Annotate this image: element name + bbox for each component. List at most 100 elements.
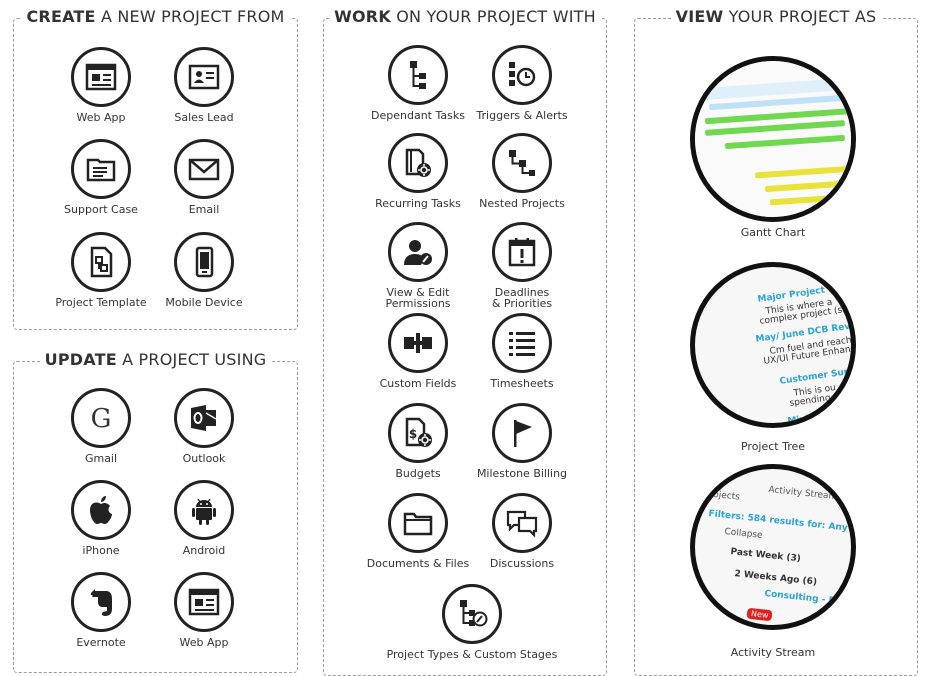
budget-document-icon: $ bbox=[405, 417, 432, 447]
stages-edit-icon bbox=[460, 600, 488, 627]
user-edit-icon bbox=[404, 240, 432, 265]
work-project-types-stages-label: Project Types & Custom Stages bbox=[386, 648, 558, 661]
work-milestone-billing-label: Milestone Billing bbox=[476, 467, 568, 480]
stream-text: Past Week (3) bbox=[729, 547, 802, 565]
stream-text: Consulting - Digital S bbox=[763, 589, 856, 610]
update-iphone[interactable]: iPhone bbox=[41, 480, 161, 556]
update-gmail[interactable]: G Gmail bbox=[41, 388, 161, 464]
work-timesheets[interactable]: Timesheets bbox=[462, 313, 582, 389]
update-web-app[interactable]: Web App bbox=[144, 572, 264, 648]
activity-stream-thumbnail[interactable]: Projects Activity Stream Filters: 584 re… bbox=[690, 464, 856, 630]
stream-text: Activity Stream bbox=[767, 485, 838, 503]
work-recurring-tasks-label: Recurring Tasks bbox=[375, 197, 461, 210]
create-panel: CREATE A NEW PROJECT FROM Web App Sales … bbox=[13, 7, 298, 330]
gantt-chart-thumbnail[interactable] bbox=[690, 56, 856, 222]
tree-text: MixPanel bbox=[787, 410, 834, 427]
work-timesheets-label: Timesheets bbox=[490, 377, 554, 390]
create-web-app-label: Web App bbox=[76, 111, 126, 124]
create-panel-title: CREATE A NEW PROJECT FROM bbox=[14, 7, 297, 26]
view-panel: VIEW YOUR PROJECT AS Gantt Chart Major P… bbox=[634, 7, 918, 676]
create-mobile-device-label: Mobile Device bbox=[165, 296, 243, 309]
create-mobile-device[interactable]: Mobile Device bbox=[144, 232, 264, 308]
create-email-label: Email bbox=[188, 203, 220, 216]
recurring-document-icon bbox=[405, 148, 431, 177]
contact-card-icon bbox=[188, 64, 220, 90]
svg-text:$: $ bbox=[409, 427, 417, 441]
work-documents-files[interactable]: Documents & Files bbox=[358, 493, 478, 569]
work-dependant-tasks[interactable]: Dependant Tasks bbox=[358, 45, 478, 121]
calendar-alert-icon bbox=[508, 238, 536, 267]
work-triggers-alerts-label: Triggers & Alerts bbox=[476, 109, 568, 122]
google-g-icon: G bbox=[91, 404, 112, 434]
work-deadlines-priorities-label: Deadlines& Priorities bbox=[491, 286, 553, 310]
gantt-chart-label: Gantt Chart bbox=[740, 226, 806, 239]
work-nested-projects-label: Nested Projects bbox=[479, 197, 565, 210]
work-budgets-label: Budgets bbox=[395, 467, 441, 480]
trigger-clock-icon bbox=[509, 62, 536, 87]
work-panel: WORK ON YOUR PROJECT WITH Dependant Task… bbox=[323, 7, 607, 676]
work-triggers-alerts[interactable]: Triggers & Alerts bbox=[462, 45, 582, 121]
work-panel-title: WORK ON YOUR PROJECT WITH bbox=[324, 7, 606, 26]
custom-fields-icon bbox=[404, 333, 432, 353]
create-project-template[interactable]: Project Template bbox=[41, 232, 161, 308]
work-deadlines-priorities[interactable]: Deadlines& Priorities bbox=[462, 222, 582, 309]
create-support-case[interactable]: Support Case bbox=[41, 139, 161, 215]
work-milestone-billing[interactable]: Milestone Billing bbox=[462, 403, 582, 479]
create-email[interactable]: Email bbox=[144, 139, 264, 215]
work-budgets[interactable]: $ Budgets bbox=[358, 403, 478, 479]
work-discussions-label: Discussions bbox=[489, 557, 555, 570]
evernote-elephant-icon bbox=[91, 589, 112, 616]
work-custom-fields-label: Custom Fields bbox=[379, 377, 457, 390]
stream-text: Collapse bbox=[723, 527, 764, 541]
create-support-case-label: Support Case bbox=[64, 203, 138, 216]
file-folder-icon bbox=[86, 158, 116, 182]
stream-text: 2 Weeks Ago (6) bbox=[733, 569, 818, 588]
flag-icon bbox=[514, 420, 532, 447]
project-tree-thumbnail[interactable]: Major Project Issue This is where a comp… bbox=[690, 262, 856, 428]
create-sales-lead-label: Sales Lead bbox=[174, 111, 234, 124]
update-panel: UPDATE A PROJECT USING G Gmail Outlook i… bbox=[13, 350, 298, 673]
work-documents-files-label: Documents & Files bbox=[366, 557, 470, 570]
android-icon bbox=[192, 498, 216, 525]
update-iphone-label: iPhone bbox=[82, 544, 120, 557]
stream-text: Projects bbox=[703, 489, 741, 503]
task-hierarchy-icon bbox=[410, 61, 426, 89]
browser-window-icon bbox=[188, 588, 220, 616]
mobile-phone-icon bbox=[195, 246, 214, 278]
view-panel-title: VIEW YOUR PROJECT AS bbox=[635, 7, 917, 26]
update-panel-title: UPDATE A PROJECT USING bbox=[14, 350, 297, 369]
create-web-app[interactable]: Web App bbox=[41, 47, 161, 123]
browser-window-icon bbox=[85, 63, 117, 91]
document-template-icon bbox=[90, 246, 113, 278]
nested-tree-icon bbox=[509, 150, 535, 176]
update-evernote-label: Evernote bbox=[76, 636, 126, 649]
update-evernote[interactable]: Evernote bbox=[41, 572, 161, 648]
svg-text:G: G bbox=[91, 404, 112, 434]
update-outlook-label: Outlook bbox=[182, 452, 226, 465]
work-nested-projects[interactable]: Nested Projects bbox=[462, 133, 582, 209]
update-gmail-label: Gmail bbox=[84, 452, 118, 465]
update-android[interactable]: Android bbox=[144, 480, 264, 556]
work-custom-fields[interactable]: Custom Fields bbox=[358, 313, 478, 389]
update-outlook[interactable]: Outlook bbox=[144, 388, 264, 464]
project-tree-label: Project Tree bbox=[740, 440, 806, 453]
create-sales-lead[interactable]: Sales Lead bbox=[144, 47, 264, 123]
work-project-types-stages[interactable]: Project Types & Custom Stages bbox=[382, 584, 562, 660]
outlook-icon bbox=[191, 405, 217, 431]
new-badge: New bbox=[746, 607, 773, 622]
update-android-label: Android bbox=[182, 544, 226, 557]
create-project-template-label: Project Template bbox=[55, 296, 147, 309]
folder-icon bbox=[403, 512, 433, 536]
chat-bubbles-icon bbox=[506, 510, 538, 538]
update-web-app-label: Web App bbox=[179, 636, 229, 649]
work-recurring-tasks[interactable]: Recurring Tasks bbox=[358, 133, 478, 209]
activity-stream-label: Activity Stream bbox=[730, 646, 816, 659]
envelope-icon bbox=[188, 158, 220, 181]
apple-icon bbox=[90, 496, 112, 524]
work-discussions[interactable]: Discussions bbox=[462, 493, 582, 569]
tree-text: Customer Support bbox=[779, 364, 856, 387]
work-dependant-tasks-label: Dependant Tasks bbox=[371, 109, 465, 122]
list-icon bbox=[509, 332, 535, 356]
